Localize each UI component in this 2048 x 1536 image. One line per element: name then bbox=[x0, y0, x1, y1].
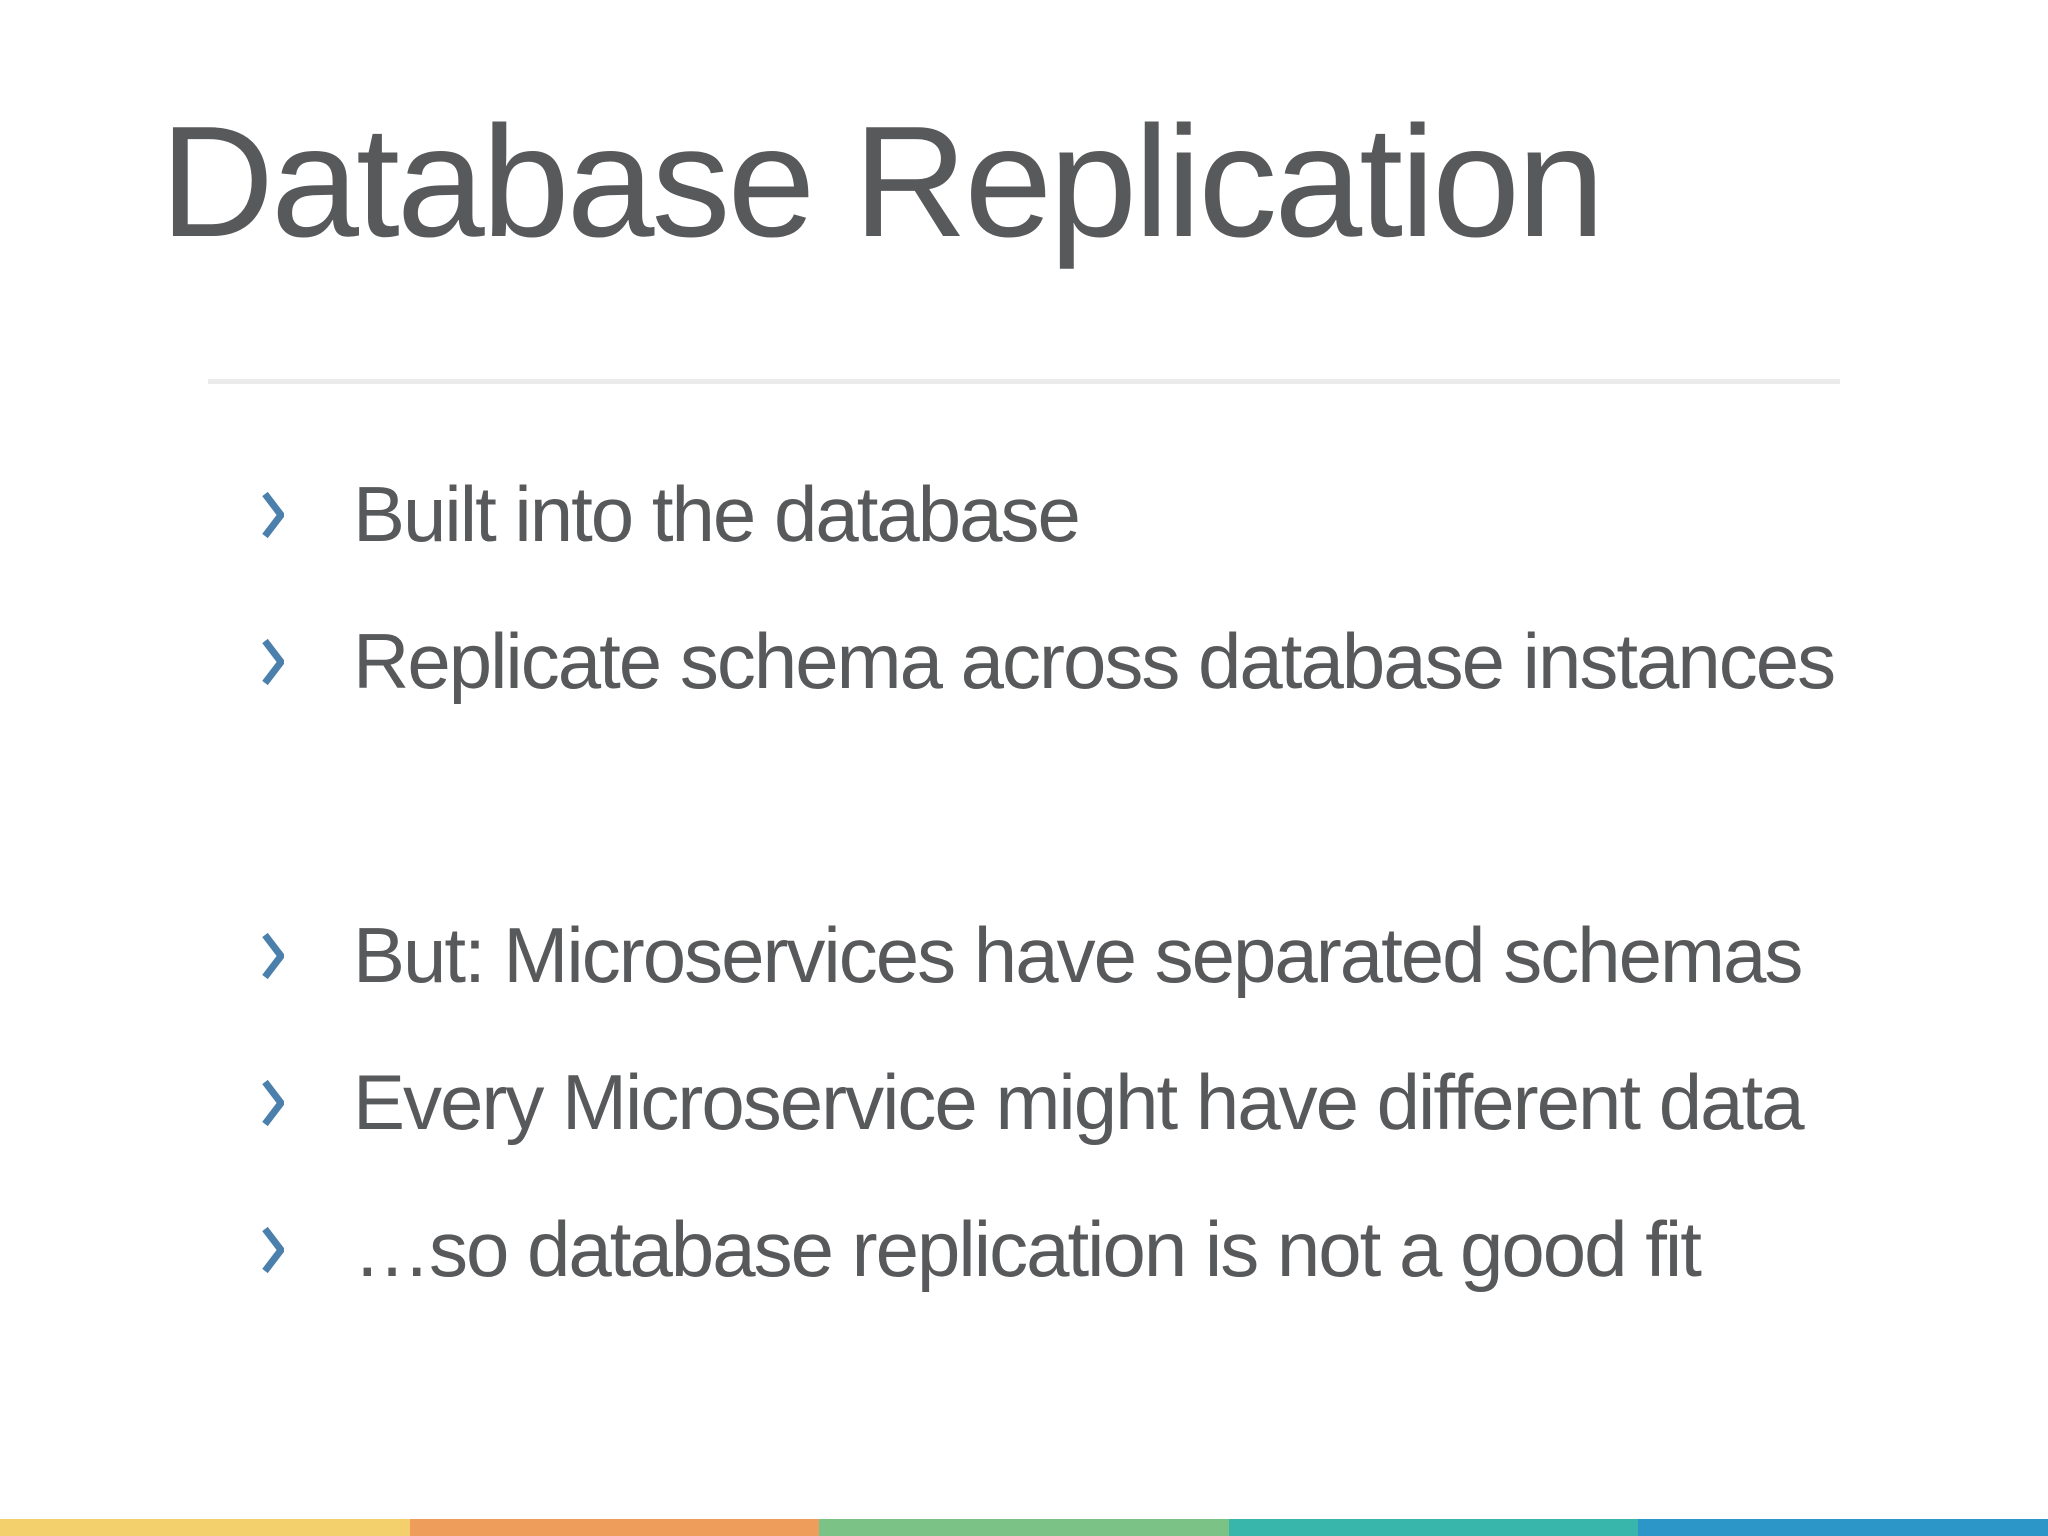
footer-progress-bar bbox=[0, 1519, 2048, 1536]
chevron-right-icon bbox=[262, 491, 284, 539]
footer-segment-teal bbox=[1228, 1519, 1639, 1536]
chevron-right-icon bbox=[262, 1079, 284, 1127]
bullet-item: Replicate schema across database instanc… bbox=[0, 588, 2048, 735]
bullet-item: But: Microservices have separated schema… bbox=[0, 882, 2048, 1029]
bullet-text: But: Microservices have separated schema… bbox=[353, 911, 1803, 999]
bullet-text: …so database replication is not a good f… bbox=[353, 1205, 1702, 1293]
chevron-right-icon bbox=[262, 638, 284, 686]
bullet-text: Every Microservice might have different … bbox=[353, 1058, 1805, 1146]
footer-segment-green bbox=[819, 1519, 1229, 1536]
chevron-right-icon bbox=[262, 1226, 284, 1274]
title-divider bbox=[208, 379, 1840, 384]
bullet-item: …so database replication is not a good f… bbox=[0, 1176, 2048, 1323]
bullet-text: Replicate schema across database instanc… bbox=[353, 617, 1836, 705]
bullet-item: Every Microservice might have different … bbox=[0, 1029, 2048, 1176]
slide-title: Database Replication bbox=[160, 94, 1605, 270]
bullet-item: Built into the database bbox=[0, 441, 2048, 588]
footer-segment-orange bbox=[409, 1519, 820, 1536]
bullet-list: Built into the database Replicate schema… bbox=[0, 441, 2048, 1323]
bullet-text: Built into the database bbox=[353, 470, 1081, 558]
footer-segment-yellow bbox=[0, 1519, 410, 1536]
footer-segment-blue bbox=[1638, 1519, 2048, 1536]
chevron-right-icon bbox=[262, 932, 284, 980]
